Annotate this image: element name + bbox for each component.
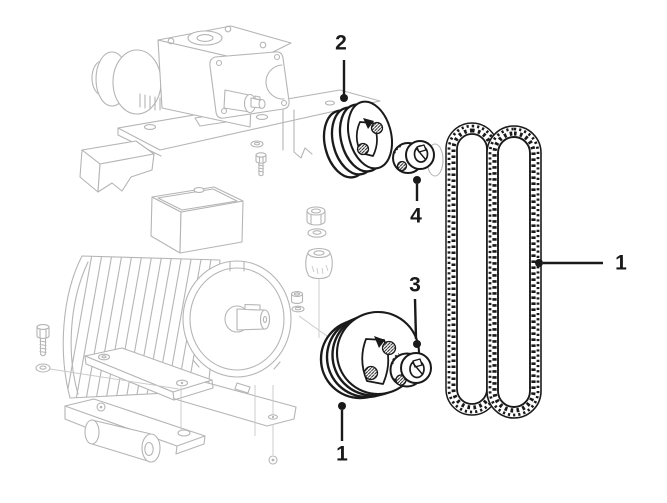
- rubber-mount: [305, 247, 333, 280]
- callout-label-4: 4: [410, 204, 422, 228]
- foam-block: [79, 140, 155, 193]
- callout-label-2: 2: [335, 31, 347, 55]
- v-belt-pair: [445, 122, 542, 419]
- callout-leader-1-pulley: [338, 402, 346, 441]
- compressor-shaft: [223, 89, 266, 114]
- callout-leader-1-belt: [535, 259, 603, 267]
- motor-front-shield: [182, 260, 292, 378]
- callout-label-1-belt: 1: [615, 251, 627, 275]
- compressor-screw: [250, 140, 267, 177]
- taper-bush-hub: [361, 336, 397, 385]
- taper-bush-hub: [355, 118, 384, 157]
- callout-leader-3: [413, 298, 421, 348]
- callout-label-3: 3: [409, 273, 421, 297]
- callout-label-1-pulley: 1: [336, 442, 348, 466]
- belt-front: [486, 125, 542, 419]
- motor-unit: [35, 186, 297, 465]
- hardware-column: [290, 206, 349, 352]
- vibration-bracket: [64, 398, 206, 463]
- pulley-small: [322, 100, 393, 179]
- terminal-box: [150, 186, 244, 254]
- motor-foot: [84, 347, 214, 401]
- washer: [307, 228, 327, 238]
- bushing-large: [389, 352, 432, 388]
- callout-leader-2: [340, 60, 348, 102]
- motor-bolt: [35, 324, 51, 373]
- compressor-unit: [91, 25, 292, 128]
- bushing-small: [392, 140, 435, 174]
- callout-leader-4: [413, 176, 421, 201]
